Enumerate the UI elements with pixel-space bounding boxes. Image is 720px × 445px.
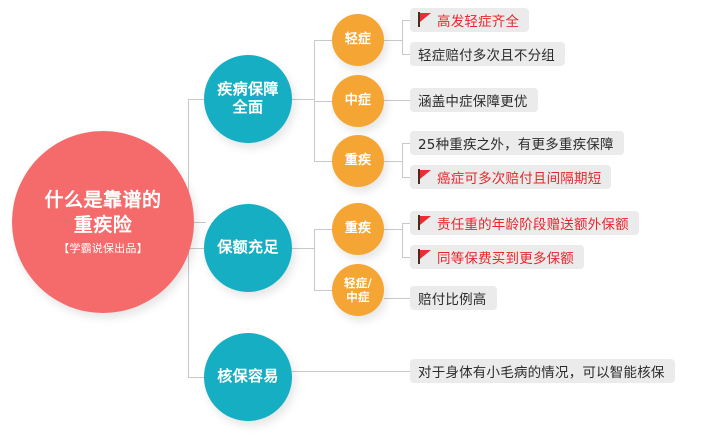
connector-branch-3-item-1	[292, 371, 412, 372]
item-chip-高发轻症齐全[interactable]: 高发轻症齐全	[410, 8, 530, 32]
connector-leaf-2-item-1	[384, 100, 412, 101]
connector-bracket-2-leaf-2	[314, 290, 332, 291]
branch-1-label-line-1: 疾病保障	[217, 80, 279, 99]
connector-leaf-1-item-1	[402, 20, 412, 21]
leaf-node-轻症[interactable]: 轻症	[332, 14, 384, 66]
item-chip-赔付比例高[interactable]: 赔付比例高	[410, 286, 497, 310]
item-chip-轻症赔付多次且不分组[interactable]: 轻症赔付多次且不分组	[410, 42, 565, 66]
leaf-5-label: 轻症/ 中症	[344, 276, 372, 304]
item-chip-癌症可多次赔付且间隔期短[interactable]: 癌症可多次赔付且间隔期短	[410, 165, 612, 189]
leaf-node-重疾-disease[interactable]: 重疾	[332, 135, 384, 187]
flag-icon	[418, 249, 431, 264]
item-chip-text: 高发轻症齐全	[437, 13, 520, 30]
leaf-2-label: 中症	[344, 93, 372, 109]
connector-root-stub	[188, 222, 206, 223]
connector-bracket-2	[314, 229, 315, 290]
item-chip-text: 25种重疾之外，有更多重疾保障	[418, 136, 614, 153]
branch-node-疾病保障全面[interactable]: 疾病保障 全面	[204, 55, 292, 143]
leaf-1-label: 轻症	[344, 32, 372, 48]
leaf-node-中症[interactable]: 中症	[332, 75, 384, 127]
item-chip-对于身体有小毛病的情况[interactable]: 对于身体有小毛病的情况，可以智能核保	[410, 359, 675, 383]
item-chip-text: 轻症赔付多次且不分组	[418, 47, 555, 64]
leaf-4-label: 重疾	[344, 221, 372, 237]
branch-1-label: 疾病保障 全面	[217, 81, 279, 116]
connector-bracket-1-leaf-2	[314, 101, 332, 102]
connector-trunk-branch-3	[188, 377, 206, 378]
connector-bracket-1-leaf-1	[314, 40, 332, 41]
branch-node-核保容易[interactable]: 核保容易	[204, 333, 292, 421]
item-chip-text: 责任重的年龄阶段赠送额外保额	[437, 216, 629, 233]
branch-node-保额充足[interactable]: 保额充足	[204, 204, 292, 292]
leaf-3-label: 重疾	[344, 153, 372, 169]
connector-bracket-1-leaf-3	[314, 161, 332, 162]
connector-branch-2-stub	[292, 248, 314, 249]
connector-leaf-3-item-1	[402, 143, 412, 144]
branch-2-label: 保额充足	[217, 238, 279, 257]
flag-icon	[418, 12, 431, 27]
item-chip-涵盖中症保障更优[interactable]: 涵盖中症保障更优	[410, 88, 538, 112]
connector-leaf-5-item-1	[384, 298, 412, 299]
connector-leaf-4-item-2	[402, 257, 412, 258]
root-subtitle: 【学霸说保出品】	[58, 242, 148, 256]
leaf-node-重疾-coverage[interactable]: 重疾	[332, 203, 384, 255]
branch-1-label-line-2: 全面	[232, 98, 264, 116]
item-chip-责任重的年龄阶段赠送额外保额[interactable]: 责任重的年龄阶段赠送额外保额	[410, 211, 639, 235]
leaf-5-label-line-1: 轻症/	[343, 275, 373, 290]
connector-trunk-branch-1	[188, 99, 206, 100]
branch-3-label: 核保容易	[217, 367, 279, 386]
connector-leaf-3-item-2	[402, 177, 412, 178]
item-chip-text: 赔付比例高	[418, 291, 487, 308]
connector-leaf-1-stub	[384, 40, 402, 41]
item-chip-text: 癌症可多次赔付且间隔期短	[437, 170, 602, 187]
flag-icon	[418, 215, 431, 230]
item-chip-text: 对于身体有小毛病的情况，可以智能核保	[418, 364, 665, 381]
leaf-5-label-line-2: 中症	[346, 290, 370, 304]
root-title-line-1: 什么是靠谱的	[44, 188, 162, 211]
leaf-node-轻症中症[interactable]: 轻症/ 中症	[332, 264, 384, 316]
item-chip-同等保费买到更多保额[interactable]: 同等保费买到更多保额	[410, 245, 584, 269]
connector-bracket-2-leaf-1	[314, 229, 332, 230]
root-title: 什么是靠谱的 重疾险	[44, 188, 161, 237]
connector-bracket-1	[314, 40, 315, 161]
connector-trunk-branch-2	[188, 248, 206, 249]
connector-branch-1-stub	[292, 99, 314, 100]
connector-leaf-1-bracket	[402, 20, 403, 54]
item-chip-text: 涵盖中症保障更优	[418, 93, 528, 110]
connector-leaf-4-item-1	[402, 223, 412, 224]
flag-icon	[418, 169, 431, 184]
item-chip-25种重疾之外[interactable]: 25种重疾之外，有更多重疾保障	[410, 131, 624, 155]
root-title-line-2: 重疾险	[73, 213, 133, 236]
root-node-什么是靠谱的重疾险[interactable]: 什么是靠谱的 重疾险 【学霸说保出品】	[12, 131, 194, 313]
item-chip-text: 同等保费买到更多保额	[437, 250, 574, 267]
connector-leaf-3-bracket	[402, 143, 403, 177]
connector-leaf-4-stub	[384, 229, 402, 230]
connector-leaf-4-bracket	[402, 223, 403, 257]
connector-leaf-3-stub	[384, 161, 402, 162]
connector-leaf-1-item-2	[402, 54, 412, 55]
